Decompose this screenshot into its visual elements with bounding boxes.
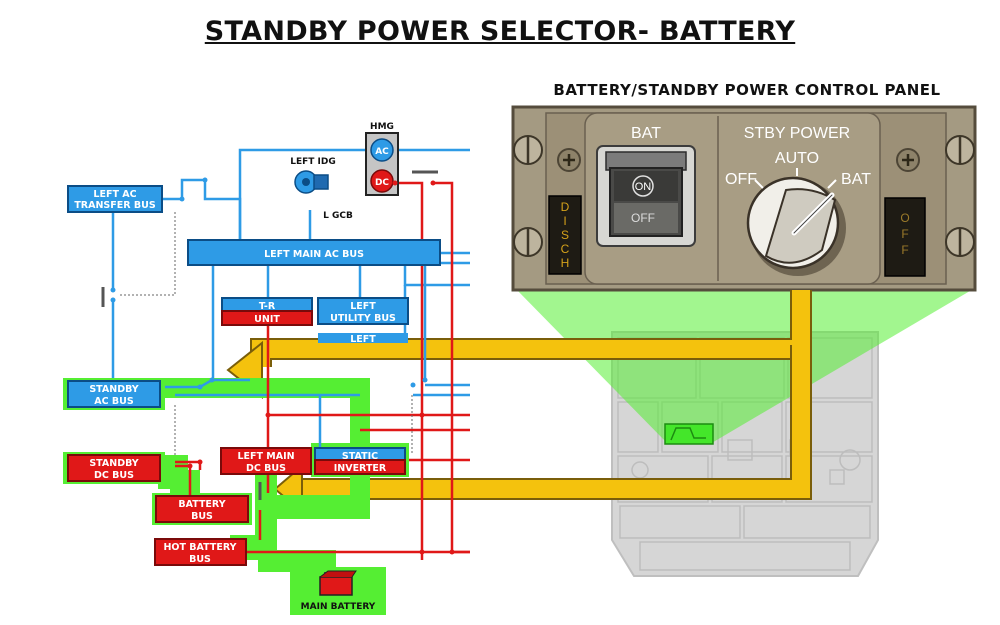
hmg-dc-label: DC	[375, 178, 389, 188]
standby-dc-bus	[67, 454, 161, 482]
left-idg-label: LEFT IDG	[290, 157, 336, 167]
left-main-dc-bus-label: DC BUS	[246, 463, 286, 474]
tr-unit	[221, 310, 313, 326]
battery-bus	[155, 495, 249, 523]
standby-ac-bus-label: AC BUS	[94, 396, 134, 407]
main-battery-label: MAIN BATTERY	[301, 602, 376, 612]
hmg-dc-indicator	[370, 169, 394, 193]
hmg-label: HMG	[370, 122, 394, 132]
off-letter: F	[901, 227, 908, 241]
idg-icon	[294, 170, 329, 194]
hot-battery-bus-label: BUS	[189, 554, 211, 565]
tr-unit-label: UNIT	[254, 314, 280, 325]
disch-annunciator: D I S C H	[561, 200, 570, 270]
disch-letter: I	[563, 214, 566, 228]
disch-letter: C	[561, 242, 570, 256]
hmg-ac-indicator	[370, 138, 394, 162]
left-partial-bus	[318, 333, 408, 343]
bat-on-label: ON	[635, 181, 652, 193]
left-main-ac-bus-label: LEFT MAIN AC BUS	[264, 249, 364, 260]
left-main-dc-bus-label: LEFT MAIN	[237, 451, 294, 462]
standby-ac-bus-label: STANDBY	[89, 384, 138, 395]
l-gcb-label: L GCB	[323, 211, 353, 221]
battery-bus-label: BUS	[191, 511, 213, 522]
bat-switch-label: BAT	[631, 125, 661, 142]
left-utility-bus-label: UTILITY BUS	[330, 313, 396, 324]
stby-power-label: STBY POWER	[744, 125, 850, 142]
disch-letter: H	[561, 256, 570, 270]
standby-dc-bus-label: STANDBY	[89, 458, 138, 469]
panel-highlight-beam	[515, 288, 975, 444]
battery-bus-label: BATTERY	[178, 499, 225, 510]
selector-pos-bat: BAT	[841, 171, 871, 188]
left-ac-transfer-bus-label: LEFT AC	[93, 189, 136, 200]
static-inverter-label: INVERTER	[334, 463, 387, 474]
standby-ac-bus	[67, 380, 161, 408]
dotted-link	[120, 210, 176, 296]
selector-pos-auto: AUTO	[775, 150, 819, 167]
panel-location-marker	[664, 423, 714, 445]
tr-unit-label: T-R	[259, 301, 276, 312]
off-letter: F	[901, 243, 908, 257]
relay-contacts	[110, 177, 428, 390]
left-partial-bus-label: LEFT	[350, 334, 376, 345]
off-annunciator: O F F	[900, 211, 909, 257]
disch-letter: S	[561, 228, 569, 242]
hmg-ac-label: AC	[375, 147, 389, 157]
left-ac-transfer-bus	[67, 185, 163, 213]
left-main-dc-bus	[220, 447, 312, 475]
left-main-ac-bus	[187, 239, 441, 266]
page-title: STANDBY POWER SELECTOR- BATTERY	[204, 16, 796, 47]
selector-pos-off: OFF	[725, 171, 757, 188]
left-utility-bus	[317, 297, 409, 325]
standby-dc-bus-label: DC BUS	[94, 470, 134, 481]
relay-contacts	[187, 180, 455, 555]
panel-title: BATTERY/STANDBY POWER CONTROL PANEL	[553, 81, 941, 99]
hot-battery-bus	[154, 538, 247, 566]
left-utility-bus-label: LEFT	[350, 301, 376, 312]
battery-icon	[319, 570, 357, 596]
bat-off-label: OFF	[631, 211, 655, 225]
static-inverter-label: STATIC	[342, 451, 378, 462]
static-inverter	[314, 459, 406, 475]
disch-letter: D	[561, 200, 570, 214]
left-ac-transfer-bus-label: TRANSFER BUS	[74, 200, 155, 211]
hot-battery-bus-label: HOT BATTERY	[163, 542, 236, 553]
off-letter: O	[900, 211, 909, 225]
flow-arrows	[226, 290, 812, 515]
control-panel	[511, 105, 977, 292]
